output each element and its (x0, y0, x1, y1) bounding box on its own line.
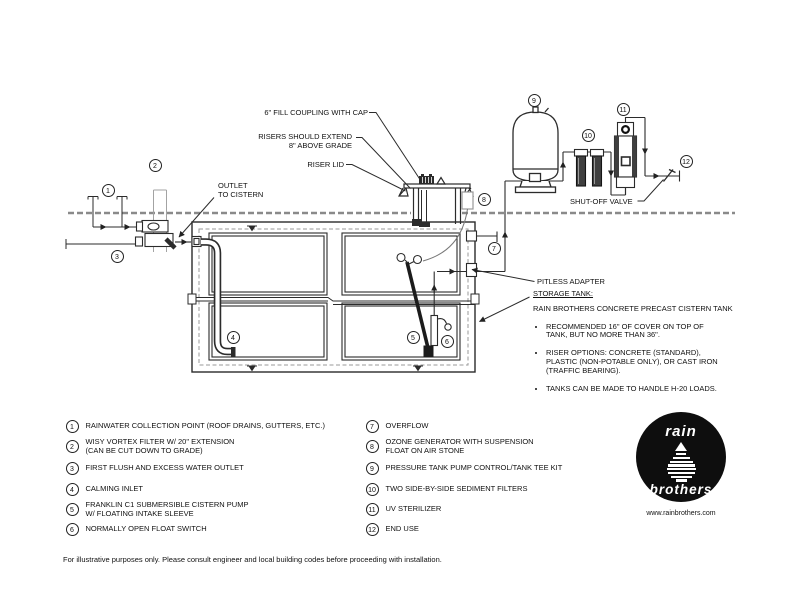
pressure-system (505, 106, 681, 196)
outlet-pipe (175, 235, 202, 248)
notes-bullet: RISER OPTIONS: CONCRETE (STANDARD), PLAS… (546, 348, 720, 375)
callout-5: 5 (406, 330, 420, 344)
label-shut-off-valve: SHUT-OFF VALVE (570, 197, 633, 206)
callout-4: 4 (226, 330, 240, 344)
callout-6: 6 (440, 334, 454, 348)
legend-item-6: 6 NORMALLY OPEN FLOAT SWITCH (65, 519, 207, 539)
callout-10: 10 (581, 128, 595, 142)
ozone-generator-icon (461, 191, 474, 210)
label-risers-extend: RISERS SHOULD EXTEND 8" ABOVE GRADE (258, 132, 352, 151)
lid-vent-icon (435, 176, 447, 185)
float-switch-icon (430, 314, 439, 347)
calming-inlet (201, 238, 236, 357)
notes-heading: STORAGE TANK: (533, 289, 594, 298)
notes-bullet: RECOMMENDED 16" OF COVER ON TOP OF TANK,… (546, 322, 720, 341)
notes-bullets: RECOMMENDED 16" OF COVER ON TOP OF TANK,… (533, 322, 720, 394)
legend-item-2: 2 WISY VORTEX FILTER W/ 20" EXTENSION(CA… (65, 436, 234, 456)
callout-8: 8 (477, 192, 491, 206)
label-riser-lid: RISER LID (307, 160, 344, 169)
legend-item-10: 10 TWO SIDE-BY-SIDE SEDIMENT FILTERS (365, 479, 527, 499)
leader-lines (178, 112, 664, 322)
legend-item-1: 1 RAINWATER COLLECTION POINT (ROOF DRAIN… (65, 416, 325, 436)
lift-anchor-icons (247, 225, 423, 372)
pump-assembly (396, 208, 468, 357)
label-pitless-adapter: PITLESS ADAPTER (537, 277, 605, 286)
rain-brothers-logo: rain brothers (636, 412, 726, 502)
callout-2: 2 (148, 158, 162, 172)
legend-item-3: 3 FIRST FLUSH AND EXCESS WATER OUTLET (65, 458, 244, 478)
legend-item-9: 9 PRESSURE TANK PUMP CONTROL/TANK TEE KI… (365, 458, 562, 478)
ozone-suspension-line (422, 208, 468, 262)
legend-item-11: 11 UV STERILIZER (365, 499, 441, 519)
label-fill-coupling: 6" FILL COUPLING WITH CAP (264, 108, 368, 117)
water-drop-icon (636, 442, 726, 483)
storage-tank-notes: STORAGE TANK: RAIN BROTHERS CONCRETE PRE… (533, 289, 738, 394)
callout-7: 7 (487, 241, 501, 255)
cistern-tank (187, 221, 480, 373)
pressure-tank-icon (512, 106, 559, 194)
callout-1: 1 (101, 183, 115, 197)
intake-hose (405, 261, 431, 351)
riser (398, 174, 474, 227)
notes-tank-name: RAIN BROTHERS CONCRETE PRECAST CISTERN T… (533, 303, 733, 313)
legend-item-12: 12 END USE (365, 519, 419, 539)
legend-item-7: 7 OVERFLOW (365, 416, 428, 436)
downspout-icon (116, 196, 128, 227)
first-flush-line (65, 239, 136, 249)
website-url: www.rainbrothers.com (646, 510, 716, 517)
callout-9: 9 (527, 93, 541, 107)
collection-lines (65, 196, 137, 249)
logo-word-rain: rain (665, 423, 697, 440)
uv-sterilizer-icon (613, 121, 638, 195)
sediment-filters-icon (573, 148, 605, 187)
wisy-filter (134, 189, 177, 252)
notes-bullet: TANKS CAN BE MADE TO HANDLE H-20 LOADS. (546, 384, 720, 394)
label-outlet-to-cistern: OUTLET TO CISTERN (218, 181, 264, 200)
logo-word-brothers: brothers (649, 482, 713, 497)
disclaimer-text: For illustrative purposes only. Please c… (63, 555, 442, 564)
callout-3: 3 (110, 249, 124, 263)
legend-item-4: 4 CALMING INLET (65, 479, 143, 499)
callout-12: 12 (679, 154, 693, 168)
callout-11: 11 (616, 102, 630, 116)
pitless-supply (437, 181, 508, 278)
overflow-pipe (465, 230, 498, 242)
tank-tee-kit-icon (528, 172, 542, 183)
shut-off-valve-icon (662, 168, 676, 182)
pump-body (423, 345, 434, 357)
downspout-icon (87, 196, 99, 227)
fill-coupling-cap-icon (419, 174, 434, 184)
